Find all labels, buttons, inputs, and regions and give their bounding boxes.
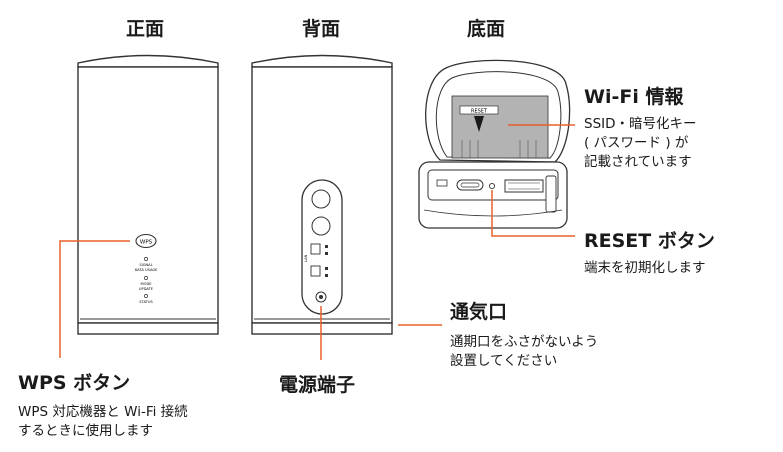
reset-callout: RESET ボタン 端末を初期化します xyxy=(584,226,779,278)
front-wps-label: WPS xyxy=(140,240,153,246)
front-signal-label: SIGNAL xyxy=(139,263,152,267)
reset-desc-line: 端末を初期化します xyxy=(584,260,706,276)
back-device: LAN xyxy=(251,54,393,335)
front-view-header: 正面 xyxy=(126,18,165,40)
wps-desc-line: するときに使用します xyxy=(18,423,153,439)
wps-callout: WPS ボタン WPS 対応機器と Wi-Fi 接続 するときに使用します xyxy=(18,368,278,441)
bottom-device: RESET xyxy=(418,59,571,229)
vent-callout: 通気口 通期口をふさがないよう 設置してください xyxy=(450,297,670,371)
wifi-info-title: Wi-Fi 情報 xyxy=(584,86,684,108)
reset-callout-line xyxy=(491,190,575,237)
power-title: 電源端子 xyxy=(279,374,356,396)
front-data-usage-label: DATA USAGE xyxy=(135,268,159,272)
callout-lines xyxy=(59,124,575,360)
vent-title: 通気口 xyxy=(450,301,508,323)
vent-desc-line: 通期口をふさがないよう xyxy=(450,334,599,350)
vent-desc-line: 設置してください xyxy=(450,353,558,369)
wifi-info-label-panel xyxy=(451,95,549,159)
bottom-reset-label: RESET xyxy=(471,109,488,115)
front-update-label: UPDATE xyxy=(139,287,154,291)
front-mode-label: MODE xyxy=(141,282,153,286)
bottom-view-header: 底面 xyxy=(467,18,506,40)
front-status-label: STATUS xyxy=(139,300,153,304)
wps-desc-line: WPS 対応機器と Wi-Fi 接続 xyxy=(18,404,188,420)
wps-callout-line xyxy=(59,240,130,358)
reset-title: RESET ボタン xyxy=(584,230,715,252)
wifi-info-desc-line: 記載されています xyxy=(584,154,692,170)
front-wps-button: WPS xyxy=(135,233,157,249)
back-lan-label: LAN xyxy=(304,254,308,262)
front-device: WPS SIGNAL DATA USAGE MODE UPDATE STATUS xyxy=(77,54,219,335)
back-view-header: 背面 xyxy=(302,18,341,40)
wifi-info-desc-line: SSID・暗号化キー xyxy=(584,116,697,132)
wifi-info-desc-line: ( パスワード ) が xyxy=(584,135,689,151)
wps-title: WPS ボタン xyxy=(18,372,131,394)
wifi-info-callout: Wi-Fi 情報 SSID・暗号化キー ( パスワード ) が 記載されています xyxy=(584,82,779,172)
